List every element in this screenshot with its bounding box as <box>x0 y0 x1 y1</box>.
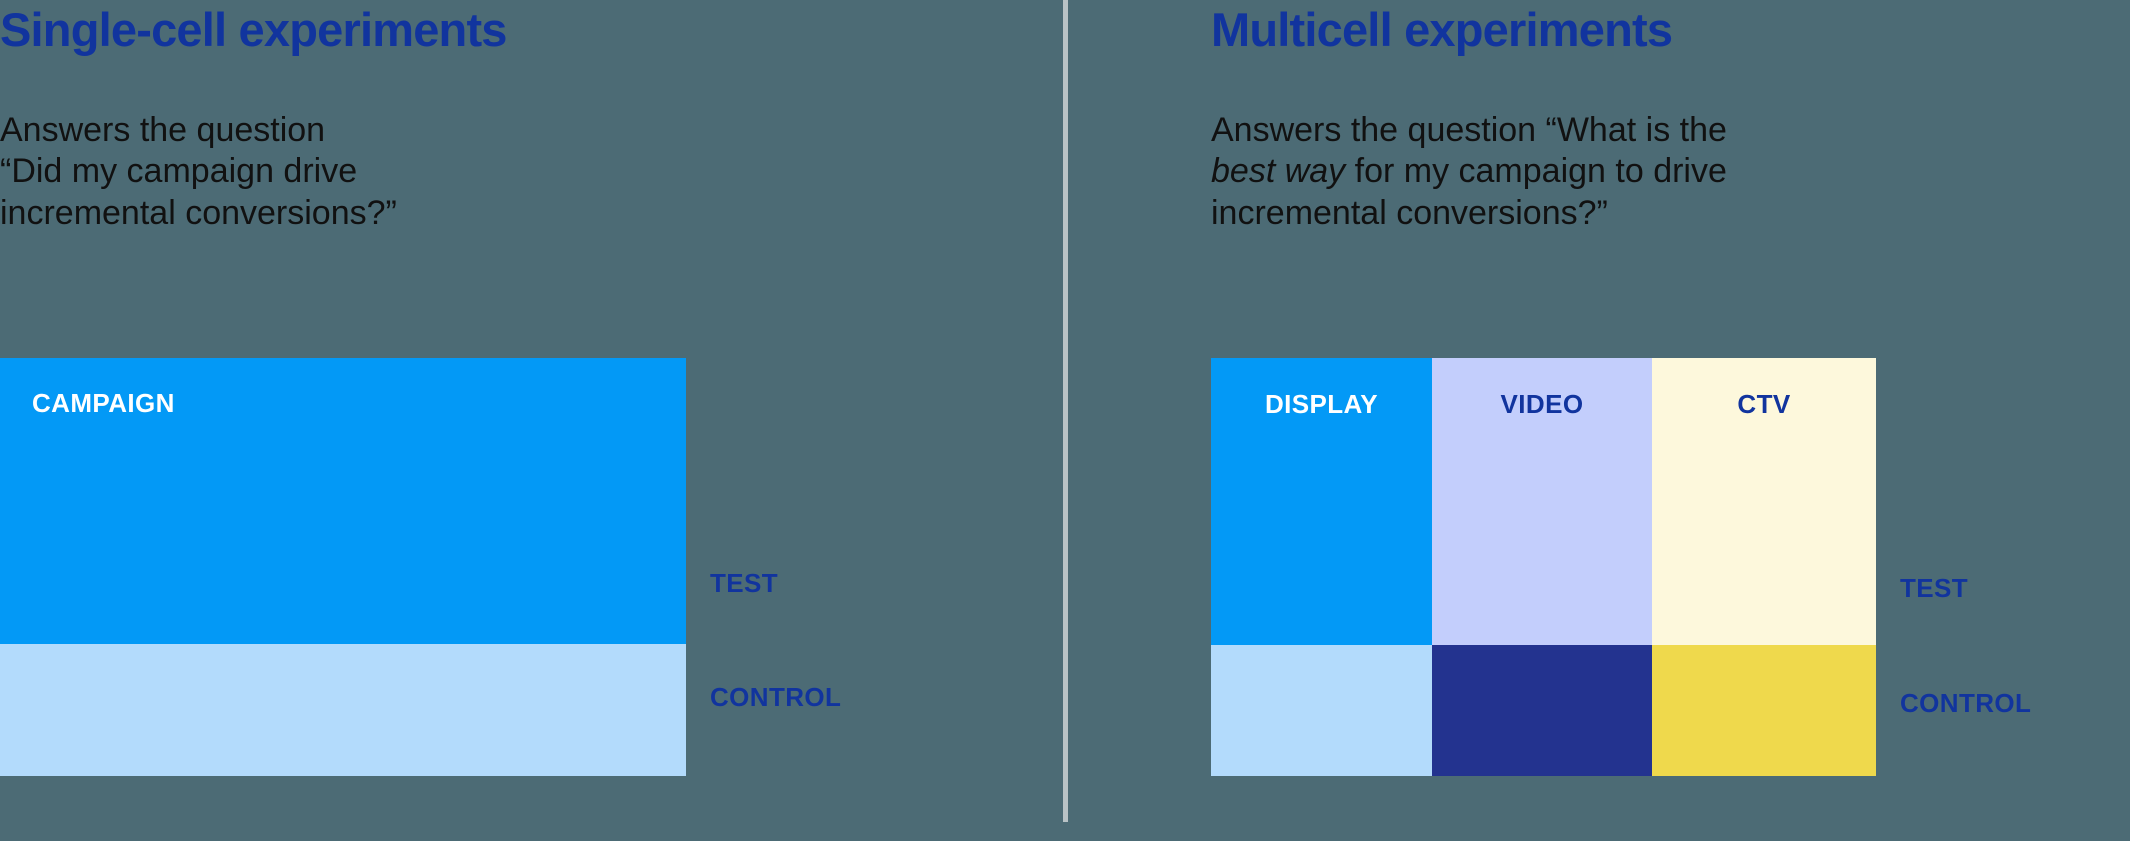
cell-label-display: DISPLAY <box>1264 389 1379 419</box>
description-line-2-rest: for my campaign to drive <box>1345 152 1727 191</box>
description-line-3: incremental conversions?” <box>1211 193 1608 232</box>
cell-ctv-test: CTV <box>1652 358 1876 645</box>
panel-single-cell: Single-cell experiments Answers the ques… <box>0 0 1063 841</box>
description-line-2: best way for my campaign to drive <box>1211 151 2011 192</box>
legend-test-right: TEST <box>1900 573 1969 603</box>
cell-label-ctv: CTV <box>1737 389 1791 419</box>
cell-label-video: VIDEO <box>1500 389 1584 419</box>
description-multicell: Answers the question “What is the best w… <box>1211 110 2011 234</box>
cell-video-test: VIDEO <box>1432 358 1652 645</box>
cell-campaign-control <box>0 644 686 776</box>
panel-divider <box>1063 0 1068 822</box>
legend-test-left: TEST <box>710 568 779 598</box>
multicell-diagram: DISPLAY VIDEO CTV <box>1211 358 1876 776</box>
legend-control-left: CONTROL <box>710 682 842 712</box>
description-line-1: Answers the question “What is the <box>1211 111 1727 149</box>
page-title-multicell: Multicell experiments <box>1211 3 1673 56</box>
description-emphasis: best way <box>1211 152 1346 191</box>
cell-display-control <box>1211 645 1432 776</box>
cell-campaign-test: CAMPAIGN <box>0 358 686 644</box>
cell-label-campaign: CAMPAIGN <box>32 388 175 418</box>
description-line-3: incremental conversions?” <box>0 193 397 232</box>
single-cell-diagram: CAMPAIGN <box>0 358 686 776</box>
description-line-1: Answers the question <box>0 111 326 149</box>
description-single-cell: Answers the question “Did my campaign dr… <box>0 110 620 234</box>
cell-display-test: DISPLAY <box>1211 358 1432 645</box>
cell-video-control <box>1432 645 1652 776</box>
description-line-2: “Did my campaign drive <box>0 152 358 191</box>
cell-ctv-control <box>1652 645 1876 776</box>
page-title-single-cell: Single-cell experiments <box>0 3 507 56</box>
legend-control-right: CONTROL <box>1900 688 2032 718</box>
